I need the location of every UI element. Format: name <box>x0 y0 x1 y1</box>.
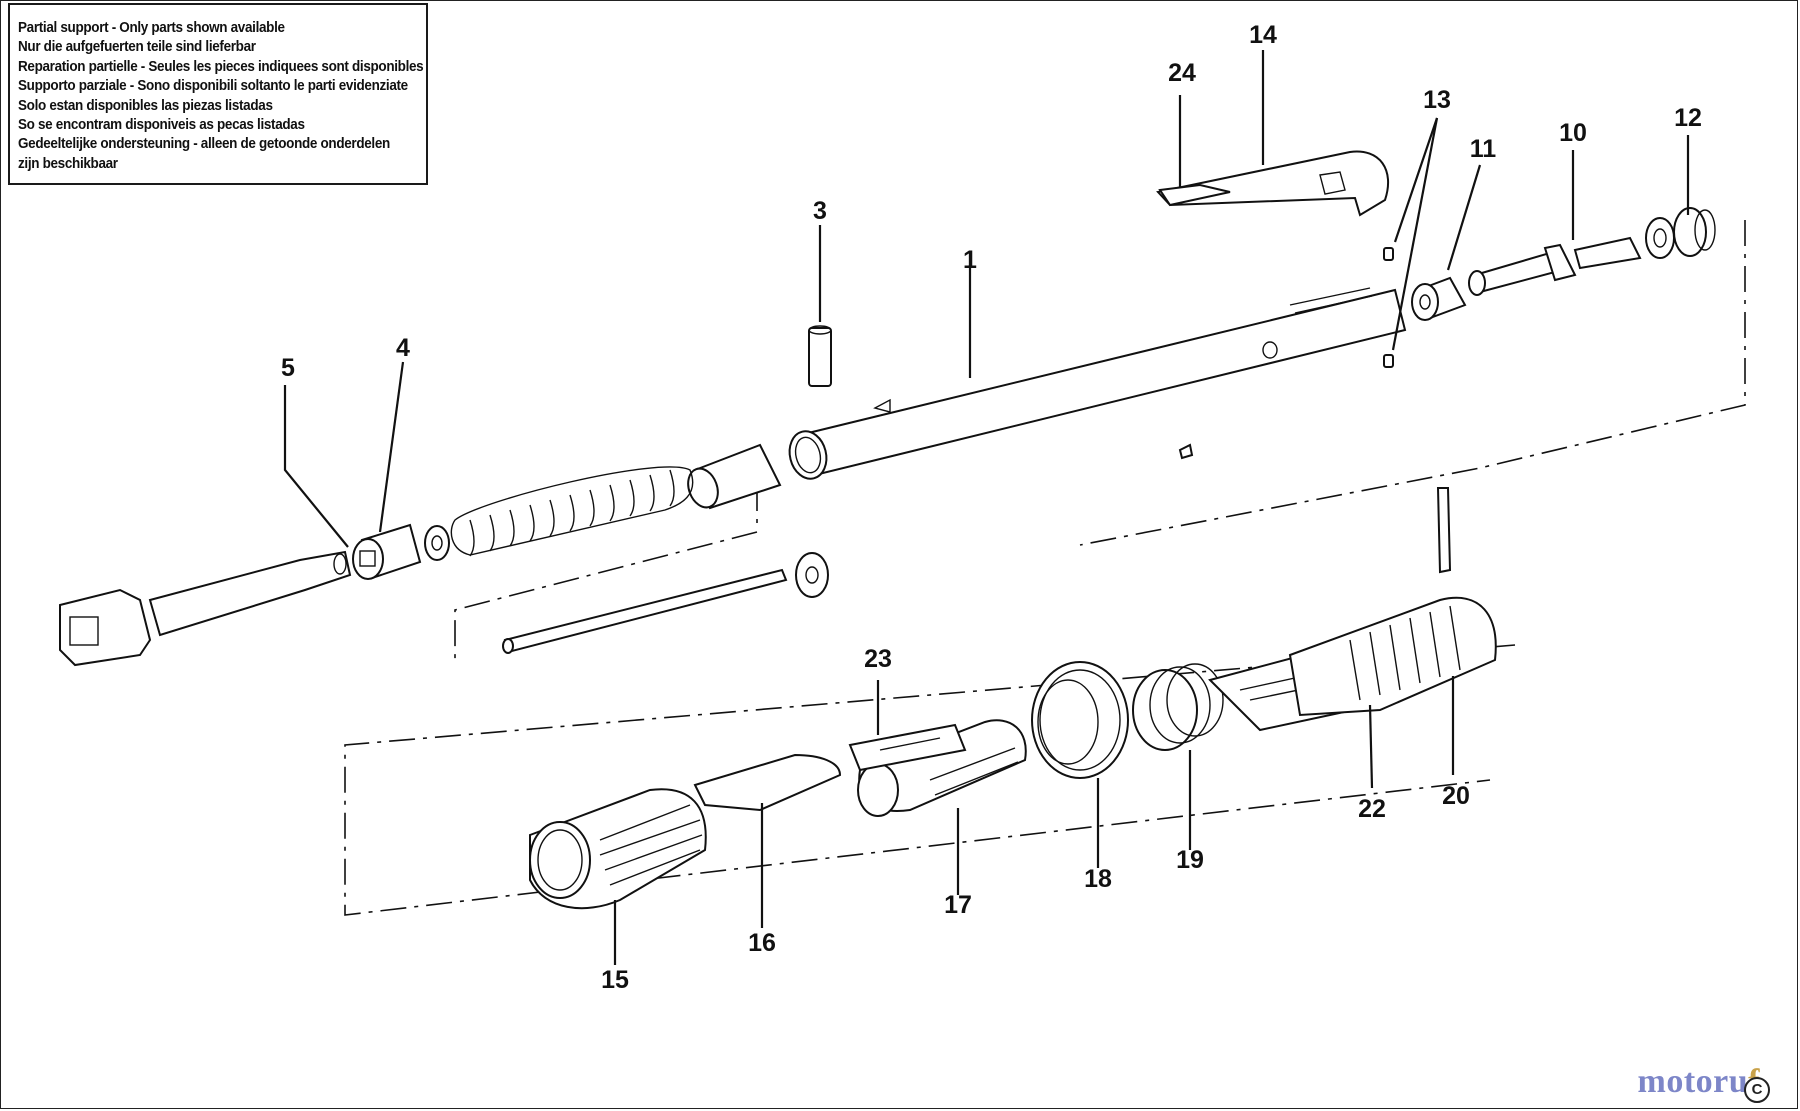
callout-5: 5 <box>281 354 295 382</box>
axis-line-lower <box>344 644 1516 916</box>
part-20-handle <box>1288 596 1497 717</box>
part-11-collar <box>1411 276 1467 321</box>
callout-18: 18 <box>1084 865 1112 893</box>
spacer-sleeve <box>687 443 782 510</box>
part-16-scale-strip <box>693 753 842 812</box>
assembly-axis-lines <box>344 220 1746 916</box>
watermark-logo: motoruf <box>1638 1063 1760 1101</box>
part-18-lock-ring <box>1031 661 1129 779</box>
callout-numbers: 1 3 4 5 10 11 12 13 14 24 15 16 17 18 19… <box>281 21 1702 994</box>
long-rod <box>502 568 788 654</box>
small-screw <box>1178 443 1194 460</box>
part-14-clip <box>1156 150 1390 217</box>
axis-line-rod <box>454 531 758 660</box>
watermark-main: motoru <box>1637 1063 1749 1100</box>
copyright-icon: C <box>1744 1077 1770 1103</box>
callout-12: 12 <box>1674 104 1702 132</box>
part-15-front-grip <box>529 788 707 910</box>
part-24-clip-strip <box>1158 183 1231 207</box>
leader-22 <box>1368 704 1374 789</box>
callout-10: 10 <box>1559 119 1587 147</box>
leader-11 <box>1446 164 1482 271</box>
part-4-socket-sleeve <box>352 523 422 580</box>
part-19-ring-spring <box>1132 663 1224 751</box>
part-3-pin <box>808 325 832 387</box>
callout-19: 19 <box>1176 846 1204 874</box>
notice-line-fr: Reparation partielle - Seules les pieces… <box>18 58 424 75</box>
part-10-adjuster-shaft <box>1468 236 1642 296</box>
notice-line-pt: So se encontram disponiveis as pecas lis… <box>18 117 305 134</box>
callout-15: 15 <box>601 966 629 994</box>
part-17-inner-barrel <box>857 719 1027 817</box>
callout-1: 1 <box>963 246 977 274</box>
axis-line-upper <box>1079 220 1746 546</box>
notice-line-it: Supporto parziale - Sono disponibili sol… <box>18 78 408 95</box>
callout-17: 17 <box>944 891 972 919</box>
callout-16: 16 <box>748 929 776 957</box>
callout-4: 4 <box>396 334 410 362</box>
callout-22: 22 <box>1358 795 1386 823</box>
leader-13b <box>1391 117 1439 351</box>
callout-14: 14 <box>1249 21 1277 49</box>
notice-line-es: Solo estan disponibles las piezas listad… <box>18 97 273 114</box>
callout-11: 11 <box>1470 135 1497 163</box>
callout-13: 13 <box>1423 86 1451 114</box>
notice-line-nl: Gedeeltelijke ondersteuning - alleen de … <box>18 136 390 153</box>
leader-5 <box>283 385 349 548</box>
notice-line-nl-cont: zijn beschikbaar <box>18 155 118 172</box>
callout-3: 3 <box>813 197 827 225</box>
callout-20: 20 <box>1442 782 1470 810</box>
part-23-label <box>848 723 967 772</box>
rod-end-cap <box>795 552 829 598</box>
notice-line-de: Nur die aufgefuerten teile sind lieferba… <box>18 39 256 56</box>
part-13-small-pins <box>1383 247 1394 368</box>
callout-23: 23 <box>864 645 892 673</box>
leader-13a <box>1393 117 1439 243</box>
callout-24: 24 <box>1168 59 1196 87</box>
leader-4 <box>378 361 405 533</box>
spring <box>450 466 694 557</box>
notice-line-en: Partial support - Only parts shown avail… <box>18 20 285 36</box>
leader-lines <box>283 50 1690 965</box>
dowel-pin <box>1436 487 1452 574</box>
part-1-tube <box>788 287 1407 480</box>
part-12-knurled-cap <box>1645 207 1716 259</box>
part-5-drive-head <box>59 550 352 667</box>
partial-support-notice: Partial support - Only parts shown avail… <box>8 3 428 185</box>
small-washer <box>424 525 450 561</box>
